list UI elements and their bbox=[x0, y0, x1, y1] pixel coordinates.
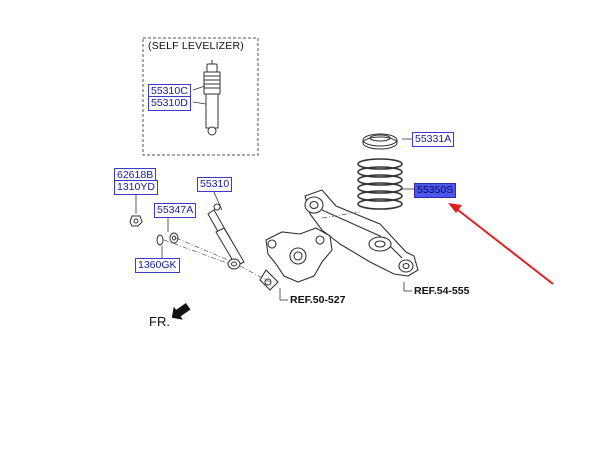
part-callout-1310yd[interactable]: 1310YD bbox=[114, 180, 158, 195]
part-callout-1360gk[interactable]: 1360GK bbox=[135, 258, 180, 273]
ref-54-555[interactable]: REF.54-555 bbox=[414, 285, 470, 297]
part-callout-55331a[interactable]: 55331A bbox=[412, 132, 455, 147]
part-callout-55310[interactable]: 55310 bbox=[197, 177, 233, 192]
self-levelizer-label: (SELF LEVELIZER) bbox=[148, 40, 244, 52]
coil-spring-icon bbox=[357, 158, 403, 210]
ring-icon bbox=[156, 234, 164, 246]
red-pointer-arrow-icon bbox=[448, 203, 554, 285]
lower-arm-icon bbox=[304, 189, 419, 277]
shock-absorber-icon bbox=[207, 203, 245, 270]
ref-50-527[interactable]: REF.50-527 bbox=[290, 294, 346, 306]
part-callout-55347a[interactable]: 55347A bbox=[154, 203, 197, 218]
self-levelizer-box bbox=[142, 37, 259, 156]
front-direction-arrow-icon bbox=[171, 302, 191, 320]
bolt-icon bbox=[129, 215, 143, 227]
leader-lines bbox=[135, 85, 414, 301]
part-callout-55350s[interactable]: 55350S bbox=[414, 183, 457, 198]
self-levelizer-shock-icon bbox=[203, 60, 221, 136]
assembly-lines bbox=[163, 211, 361, 283]
front-direction-label: FR. bbox=[149, 314, 170, 329]
washer-icon bbox=[169, 232, 179, 244]
knuckle-icon bbox=[259, 227, 333, 291]
spring-seat-icon bbox=[362, 133, 398, 150]
part-callout-55310d[interactable]: 55310D bbox=[148, 96, 191, 111]
